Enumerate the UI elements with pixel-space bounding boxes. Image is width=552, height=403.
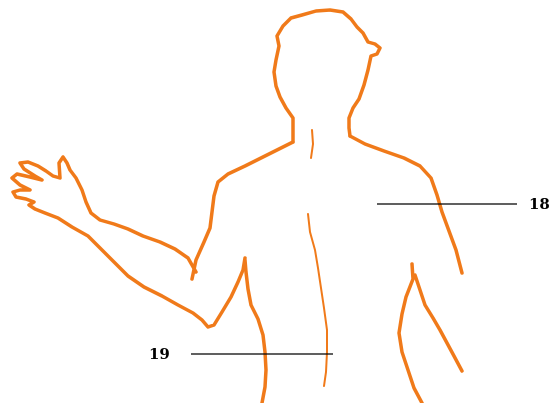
head-outline	[274, 10, 380, 142]
lower-back-label: 19	[149, 345, 170, 363]
spine-lower-line	[308, 214, 327, 386]
upper-back-label: 18	[529, 195, 550, 213]
right-arm-inner-outline	[415, 275, 462, 371]
left-shoulder-outline	[192, 142, 293, 279]
left-waist-outline	[245, 260, 266, 403]
arm-outline	[12, 157, 245, 327]
spine-upper-line	[311, 130, 313, 158]
